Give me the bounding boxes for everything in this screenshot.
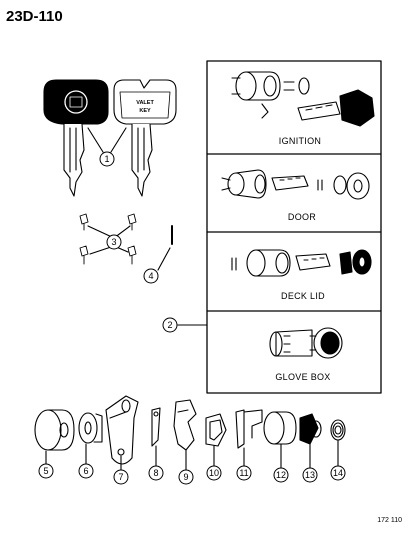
callout-11: 11 (236, 465, 252, 481)
diagram-reference: 172 110 (377, 517, 402, 524)
valet-key-text-line2: KEY (139, 108, 151, 114)
callout-1: 1 (99, 151, 115, 167)
callout-circle (148, 465, 164, 481)
valet-key-illustration: VALET KEY (113, 79, 177, 197)
callout-number: 3 (111, 237, 116, 247)
callout-circle (78, 463, 94, 479)
master-key-illustration (43, 79, 109, 197)
callout-number: 10 (209, 468, 219, 478)
callout-circle (236, 465, 252, 481)
callout-5: 5 (38, 463, 54, 479)
callout-10: 10 (206, 465, 222, 481)
retainer-clips-illustration (79, 213, 137, 265)
callout-number: 2 (167, 320, 172, 330)
callout-circle (330, 465, 346, 481)
deck-lid-lock-cylinder-illustration (231, 249, 372, 277)
valet-key-text-line1: VALET (136, 100, 154, 106)
lock-sets-frame (206, 60, 382, 394)
callout-circle (206, 465, 222, 481)
callout-leaders (45, 439, 339, 471)
callout-circle (113, 469, 129, 485)
callout-9: 9 (178, 469, 194, 485)
callout-circle (143, 268, 159, 284)
callout-number: 4 (148, 271, 153, 281)
callout-circle (106, 234, 122, 250)
ignition-lock-cylinder-illustration (231, 71, 375, 127)
panel-label-glove-box: GLOVE BOX (275, 372, 330, 382)
callout-2: 2 (162, 317, 178, 333)
pentastar-logo-icon (64, 90, 88, 114)
panel-label-ignition: IGNITION (279, 136, 321, 146)
callout-number: 6 (83, 466, 88, 476)
callout-12: 12 (273, 467, 289, 483)
callout-circle (38, 463, 54, 479)
bottom-components-illustration (34, 395, 346, 465)
callout-number: 14 (333, 468, 343, 478)
callout-number: 7 (118, 472, 123, 482)
callout-number: 1 (104, 154, 109, 164)
callout-circle (99, 151, 115, 167)
callout-7: 7 (113, 469, 129, 485)
callout-circle (178, 469, 194, 485)
glove-box-lock-cylinder-illustration (269, 327, 343, 359)
callout-8: 8 (148, 465, 164, 481)
callout-number: 9 (183, 472, 188, 482)
callout-number: 12 (276, 470, 286, 480)
callout-number: 11 (239, 468, 248, 478)
callout-circle (273, 467, 289, 483)
callout-13: 13 (302, 467, 318, 483)
callout-14: 14 (330, 465, 346, 481)
callout-number: 8 (153, 468, 158, 478)
callout-number: 5 (43, 466, 48, 476)
panel-label-deck-lid: DECK LID (281, 291, 325, 301)
callout-6: 6 (78, 463, 94, 479)
callout-3: 3 (106, 234, 122, 250)
door-lock-cylinder-illustration (221, 169, 370, 200)
callout-circle (302, 467, 318, 483)
diagram-code: 23D-110 (6, 8, 63, 25)
callout-number: 13 (305, 470, 315, 480)
callout-circle (162, 317, 178, 333)
callout-4: 4 (143, 268, 159, 284)
panel-label-door: DOOR (288, 212, 316, 222)
